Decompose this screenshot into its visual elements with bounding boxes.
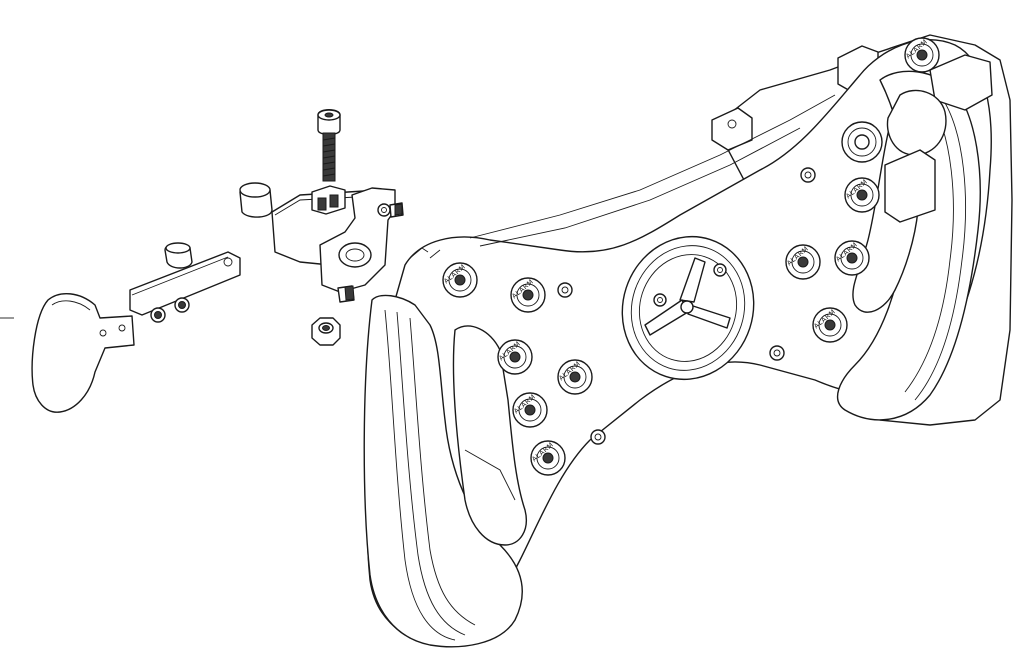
switch-terminal [317, 197, 327, 211]
socket-head-bolt [317, 109, 341, 182]
alarm-button: ALARM [834, 240, 870, 276]
upper-bar-edge [469, 94, 836, 239]
left-grip-contour-2 [396, 311, 466, 636]
switch-terminal [329, 194, 339, 208]
spacer-cylinder [239, 182, 273, 218]
arm-screws [150, 297, 190, 323]
rear-mount-block [711, 107, 753, 151]
face-screw-holes [557, 167, 816, 445]
arm-hole [223, 257, 233, 267]
bracket-slot [338, 242, 372, 268]
hex-nut [311, 317, 341, 346]
alarm-button: ALARM [904, 37, 940, 73]
paddle-hole [99, 329, 107, 337]
alarm-button: ALARM [844, 177, 880, 213]
left-grip-cutout-inner [464, 449, 516, 501]
hub-center [680, 300, 694, 314]
right-grip-contour-2 [904, 99, 954, 393]
alarm-button: ALARM [497, 339, 533, 375]
alarm-button: ALARM [512, 392, 548, 428]
right-shift-cylinder [886, 89, 947, 156]
shifter-arm [129, 242, 241, 323]
left-grip-contour-1 [384, 309, 456, 641]
mounting-bracket [271, 185, 404, 303]
alarm-button: ALARM [442, 262, 478, 298]
left-grip-contour-3 [409, 317, 476, 626]
wire-lead [409, 247, 429, 259]
left-grip [363, 294, 523, 648]
alarm-button: ALARM [530, 440, 566, 476]
upper-bar-edge-2 [479, 127, 801, 247]
alarm-button: ALARM [812, 307, 848, 343]
right-grip-contour-1 [914, 94, 966, 401]
push-buttons: ALARM ALARM ALARM ALARM ALARM ALARM [442, 37, 940, 476]
paddle-hole [118, 324, 126, 332]
steering-wheel: ALARM ALARM ALARM ALARM ALARM ALARM [363, 34, 1013, 648]
rotary-encoder [841, 121, 883, 163]
right-grip-side-block [884, 149, 936, 223]
wire-lead-2 [429, 249, 441, 259]
alarm-button: ALARM [785, 244, 821, 280]
rear-mount-hole [727, 119, 737, 129]
micro-switch [311, 185, 346, 215]
alarm-button: ALARM [510, 277, 546, 313]
alarm-button: ALARM [557, 359, 593, 395]
paddle-shifter [31, 293, 135, 413]
